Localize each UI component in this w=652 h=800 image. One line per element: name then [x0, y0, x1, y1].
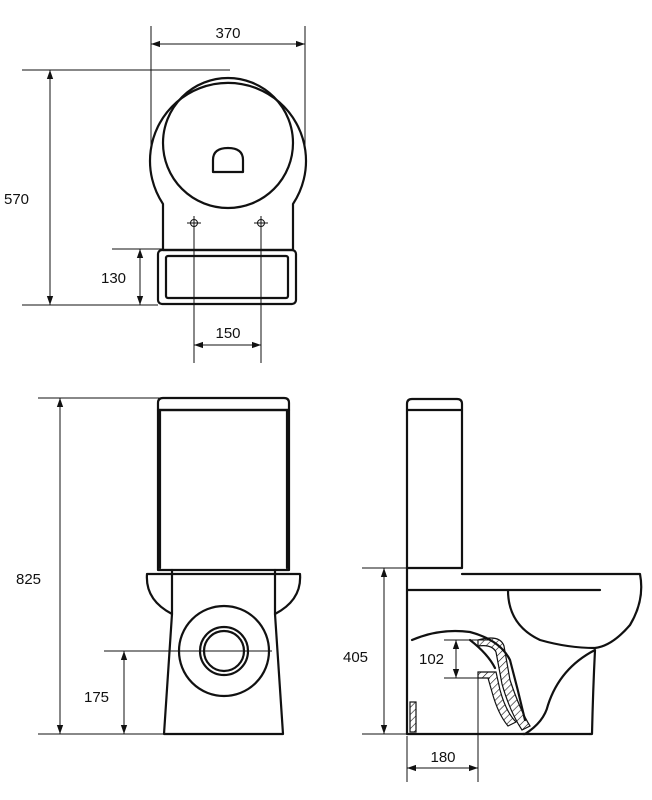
front-pedestal — [162, 612, 285, 736]
dim-label-370: 370 — [215, 25, 240, 42]
top-drain-opening — [211, 146, 245, 174]
mounting-hole-left — [187, 216, 201, 230]
side-view: 405 102 180 — [343, 397, 643, 782]
mounting-hole-right — [254, 216, 268, 230]
dim-label-130: 130 — [101, 270, 126, 287]
dim-label-102: 102 — [419, 651, 444, 668]
dim-label-825: 825 — [16, 571, 41, 588]
top-bowl-inner — [161, 76, 295, 210]
side-tank-lid — [405, 397, 464, 412]
side-bowl-body — [405, 566, 643, 736]
front-view: 825 175 — [16, 396, 302, 736]
front-tank-body — [156, 408, 291, 572]
side-tank-body — [405, 408, 464, 570]
dim-label-405: 405 — [343, 649, 368, 666]
side-floor-flange — [409, 701, 417, 733]
dim-label-175: 175 — [84, 689, 109, 706]
dim-label-180: 180 — [430, 749, 455, 766]
dim-label-570: 570 — [4, 191, 29, 208]
front-bowl-rim — [145, 568, 302, 616]
side-outlet-hatch — [477, 671, 518, 727]
top-view: 370 570 130 150 — [4, 25, 308, 363]
front-tank-lid — [156, 396, 291, 412]
side-trap-hatch — [477, 637, 531, 731]
dim-label-150: 150 — [215, 325, 240, 342]
top-tank-inner — [164, 254, 290, 300]
top-tank-outline — [156, 248, 298, 306]
